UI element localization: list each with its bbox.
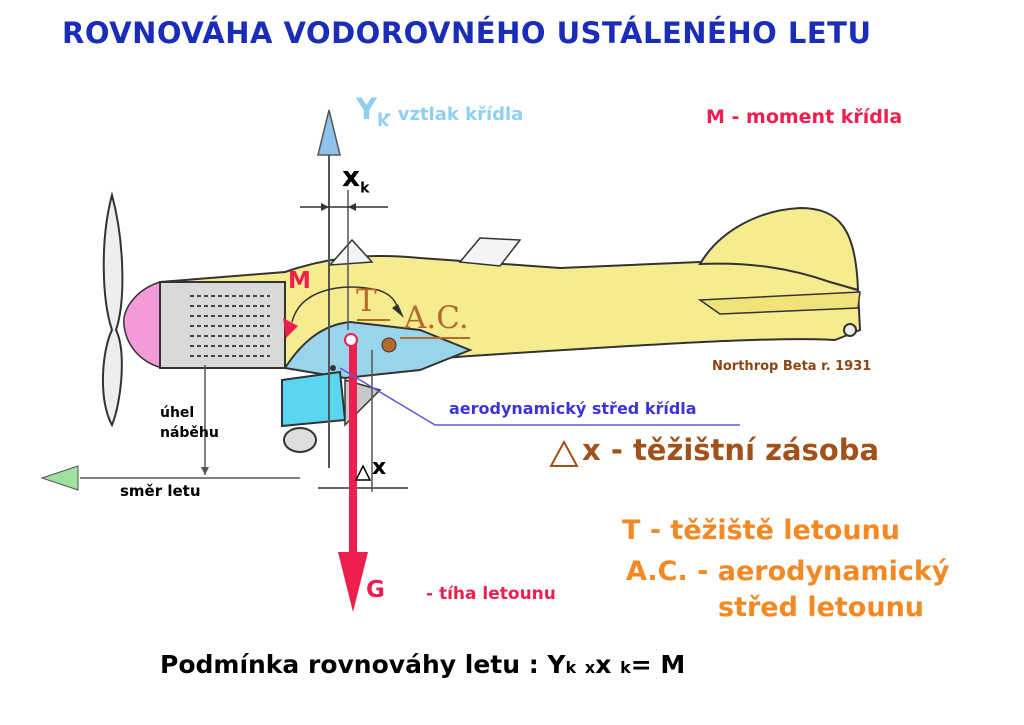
moment-symbol: M	[288, 268, 311, 294]
flight-direction-arrowhead	[40, 465, 79, 491]
moment-arrowhead	[283, 318, 298, 338]
cowling	[159, 281, 286, 369]
tail-wheel	[843, 323, 857, 337]
wheel	[283, 427, 317, 453]
static-margin-label: x - těžištní zásoba	[582, 433, 880, 467]
lift-arrowhead	[317, 109, 341, 156]
ac-legend-line2: střed letounu	[718, 592, 925, 623]
weight-label: - tíha letounu	[426, 584, 556, 604]
moment-arc	[291, 286, 399, 323]
front-windshield	[328, 238, 374, 266]
gear-fairing	[281, 370, 347, 428]
wing-ac-point	[330, 365, 336, 371]
spinner	[123, 280, 163, 369]
cowl-louvers	[190, 295, 270, 357]
propeller	[101, 191, 124, 428]
lift-symbol: Yk	[356, 92, 389, 131]
ac-marker	[381, 337, 397, 353]
lift-label: - vztlak křídla	[384, 104, 524, 125]
flight-direction-label: směr letu	[120, 482, 201, 500]
angle-label-line1: úhel	[160, 405, 195, 421]
delta-x-symbol: x	[372, 455, 387, 480]
xk-symbol: xk	[342, 160, 370, 197]
page-title: ROVNOVÁHA VODOROVNÉHO USTÁLENÉHO LETU	[62, 16, 872, 50]
vertical-tail	[698, 206, 860, 292]
delta-triangle-small	[354, 464, 372, 481]
weight-arrow-shaft	[349, 344, 357, 554]
ac-legend-line1: A.C. - aerodynamický	[626, 556, 950, 587]
cg-legend: T - těžiště letounu	[622, 515, 900, 546]
rear-windshield	[458, 237, 522, 267]
delta-triangle	[549, 439, 579, 467]
ac-symbol: A.C.	[404, 300, 469, 336]
cg-symbol: T	[356, 283, 377, 319]
moment-legend: M - moment křídla	[706, 106, 903, 128]
angle-label-line2: náběhu	[160, 425, 219, 441]
equilibrium-condition: Podmínka rovnováhy letu : Yk xx k= M	[160, 650, 686, 679]
wing-ac-leader	[339, 367, 740, 426]
weight-arrowhead	[338, 552, 368, 612]
wing-ac-label: aerodynamický střed křídla	[449, 399, 697, 418]
elevator	[697, 291, 861, 315]
weight-symbol: G	[366, 577, 385, 603]
cg-marker	[344, 333, 358, 347]
aircraft-caption: Northrop Beta r. 1931	[712, 359, 872, 374]
